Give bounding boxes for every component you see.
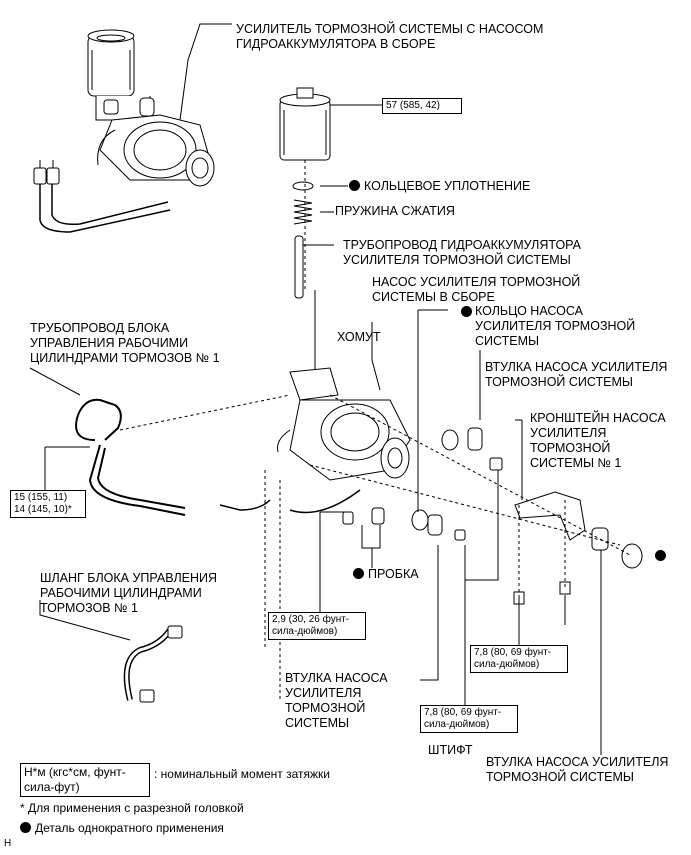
- o-ring-drawing: [292, 181, 314, 191]
- plug-dot-icon: [353, 568, 364, 579]
- label-pin: ШТИФТ: [428, 743, 473, 757]
- legend-non-reusable: Деталь однократного применения: [20, 821, 224, 836]
- label-bracket: КРОНШТЕЙН НАСОСА УСИЛИТЕЛЯ ТОРМОЗНОЙ СИС…: [530, 411, 666, 470]
- torque-pipe-fitting: 15 (155, 11) 14 (145, 10)*: [10, 490, 86, 518]
- legend-footnote: * Для применения с разрезной головкой: [20, 801, 244, 815]
- pump-assembly-drawing: [219, 290, 411, 514]
- non-reusable-dot-icon: [349, 180, 360, 191]
- label-bushing-right: ВТУЛКА НАСОСА УСИЛИТЕЛЯ ТОРМОЗНОЙ СИСТЕМ…: [485, 360, 668, 389]
- legend-unit-box: Н*м (кгс*см, фунт- сила-фут): [20, 763, 150, 797]
- leader-lines: [319, 309, 602, 755]
- label-spring: ПРУЖИНА СЖАТИЯ: [335, 204, 455, 218]
- label-pump-ring: КОЛЬЦО НАСОСА УСИЛИТЕЛЯ ТОРМОЗНОЙ СИСТЕМ…: [475, 304, 636, 348]
- label-pump-assembly: НАСОС УСИЛИТЕЛЯ ТОРМОЗНОЙ СИСТЕМЫ В СБОР…: [372, 275, 581, 304]
- accumulator-drawing: [279, 87, 382, 161]
- legend-unit-desc: : номинальный момент затяжки: [154, 767, 330, 781]
- bushing-ring-dot-icon: [655, 550, 666, 561]
- label-bushing-mid: ВТУЛКА НАСОСА УСИЛИТЕЛЯ ТОРМОЗНОЙ СИСТЕМ…: [285, 671, 388, 730]
- accumulator-pipe-drawing: [294, 235, 334, 299]
- pump-ring-dot-icon: [461, 306, 472, 317]
- label-hose: ШЛАНГ БЛОКА УПРАВЛЕНИЯ РАБОЧИМИ ЦИЛИНДРА…: [40, 571, 218, 615]
- label-bushing-bottom: ВТУЛКА НАСОСА УСИЛИТЕЛЯ ТОРМОЗНОЙ СИСТЕМ…: [486, 755, 669, 784]
- label-accumulator-pipe: ТРУБОПРОВОД ГИДРОАККУМУЛЯТОРА УСИЛИТЕЛЯ …: [343, 238, 582, 267]
- torque-accumulator: 57 (585, 42): [382, 98, 462, 114]
- booster-assembly-drawing: [33, 23, 232, 233]
- legend-dot-icon: [20, 822, 31, 833]
- label-clamp: ХОМУТ: [337, 330, 381, 344]
- corner-mark: H: [4, 838, 12, 849]
- torque-bracket-bolts: 7,8 (80, 69 фунт- сила-дюймов): [470, 645, 568, 673]
- label-left-pipe: ТРУБОПРОВОД БЛОКА УПРАВЛЕНИЯ РАБОЧИМИ ЦИ…: [30, 321, 220, 365]
- hose-drawing: [39, 600, 183, 703]
- torque-plug-bolt: 2,9 (30, 26 фунт- сила-дюймов): [268, 612, 366, 640]
- torque-pin-bolt: 7,8 (80, 69 фунт- сила-дюймов): [420, 705, 518, 733]
- spring-drawing: [293, 199, 313, 225]
- label-o-ring: КОЛЬЦЕВОЕ УПЛОТНЕНИЕ: [349, 179, 530, 194]
- assembly-lines: [119, 160, 631, 700]
- bracket-drawing: [514, 420, 586, 541]
- label-booster-assembly: УСИЛИТЕЛЬ ТОРМОЗНОЙ СИСТЕМЫ С НАСОСОМ ГИ…: [236, 22, 544, 51]
- left-pipe-drawing: [29, 367, 186, 516]
- label-plug: ПРОБКА: [353, 567, 419, 582]
